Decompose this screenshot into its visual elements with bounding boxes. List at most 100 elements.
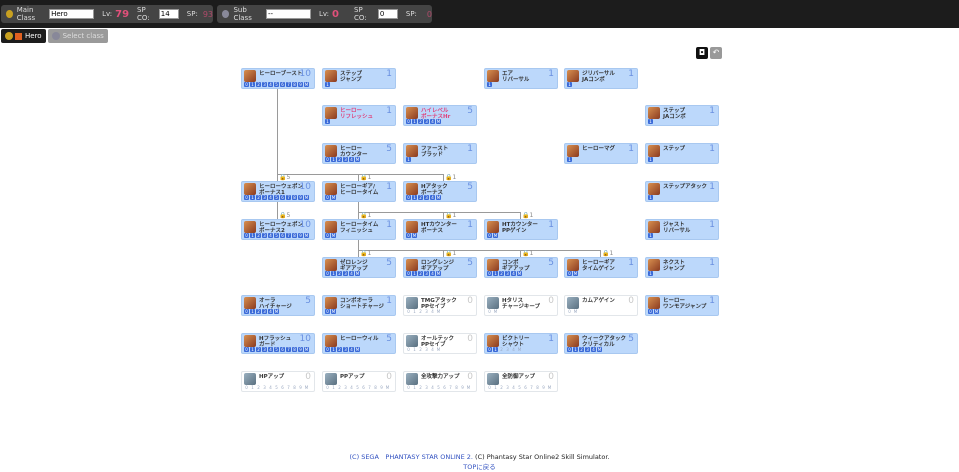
level-pip[interactable]: 8 — [292, 82, 297, 87]
level-pip[interactable]: 6 — [280, 233, 285, 238]
level-pip[interactable]: 0 — [325, 271, 330, 276]
skill-node[interactable]: ジリバーサル JAコンボ 1 1 — [564, 68, 638, 89]
level-pip[interactable]: 0 — [244, 347, 249, 352]
level-pip[interactable]: 0 — [244, 233, 249, 238]
skill-node[interactable]: エア リバーサル 1 1 — [484, 68, 558, 89]
level-pip[interactable]: 0 — [325, 157, 330, 162]
skill-node[interactable]: ステップ 1 1 — [645, 143, 719, 164]
skill-node[interactable]: ジャスト リバーサル 1 1 — [645, 219, 719, 240]
level-pip[interactable]: 4 — [430, 119, 435, 124]
level-pip[interactable]: 0 — [567, 271, 572, 276]
level-pip[interactable]: 1 — [567, 157, 572, 162]
level-pip[interactable]: M — [355, 157, 360, 162]
level-pip[interactable]: 9 — [299, 385, 302, 390]
level-pip[interactable]: 3 — [506, 347, 509, 352]
level-pip[interactable]: 1 — [412, 195, 417, 200]
undo-icon[interactable]: ↶ — [710, 47, 722, 59]
level-pip[interactable]: M — [436, 309, 441, 314]
level-pip[interactable]: 3 — [262, 309, 267, 314]
level-pip[interactable]: 8 — [292, 347, 297, 352]
level-pip[interactable]: M — [331, 233, 336, 238]
level-pip[interactable]: 4 — [349, 347, 354, 352]
level-pip[interactable]: 0 — [326, 385, 329, 390]
level-pip[interactable]: 6 — [280, 82, 285, 87]
level-pip[interactable]: 0 — [244, 309, 249, 314]
level-pip[interactable]: 0 — [325, 309, 330, 314]
level-pip[interactable]: M — [304, 347, 309, 352]
level-pip[interactable]: 1 — [493, 347, 498, 352]
level-pip[interactable]: 1 — [250, 195, 255, 200]
sub-spco-input[interactable] — [377, 9, 398, 19]
level-pip[interactable]: 1 — [413, 309, 416, 314]
level-pip[interactable]: M — [466, 385, 471, 390]
level-pip[interactable]: 2 — [419, 347, 422, 352]
level-pip[interactable]: 2 — [256, 195, 261, 200]
level-pip[interactable]: 7 — [530, 385, 533, 390]
level-pip[interactable]: 4 — [268, 82, 273, 87]
level-pip[interactable]: 4 — [511, 271, 516, 276]
level-pip[interactable]: 0 — [568, 309, 571, 314]
level-pip[interactable]: 0 — [407, 385, 410, 390]
skill-node[interactable]: ネクスト ジャンプ 1 1 — [645, 257, 719, 278]
level-pip[interactable]: 1 — [413, 385, 416, 390]
level-pip[interactable]: M — [436, 271, 441, 276]
skill-node[interactable]: ステップアタック 1 1 — [645, 181, 719, 202]
level-pip[interactable]: 5 — [274, 233, 279, 238]
skill-node[interactable]: ヒーローマグ 1 1 — [564, 143, 638, 164]
level-pip[interactable]: 0 — [325, 233, 330, 238]
level-pip[interactable]: 2 — [418, 271, 423, 276]
level-pip[interactable]: M — [304, 385, 309, 390]
level-pip[interactable]: 8 — [292, 233, 297, 238]
level-pip[interactable]: M — [547, 385, 552, 390]
level-pip[interactable]: 4 — [268, 347, 273, 352]
level-pip[interactable]: 0 — [406, 271, 411, 276]
level-pip[interactable]: 0 — [487, 271, 492, 276]
level-pip[interactable]: 2 — [500, 347, 503, 352]
level-pip[interactable]: 0 — [648, 309, 653, 314]
level-pip[interactable]: 2 — [499, 271, 504, 276]
level-pip[interactable]: 8 — [455, 385, 458, 390]
level-pip[interactable]: 7 — [449, 385, 452, 390]
level-pip[interactable]: M — [436, 347, 441, 352]
level-pip[interactable]: 1 — [573, 347, 578, 352]
level-pip[interactable]: 8 — [293, 385, 296, 390]
level-pip[interactable]: 2 — [500, 385, 503, 390]
level-pip[interactable]: 1 — [648, 195, 653, 200]
level-pip[interactable]: 2 — [337, 271, 342, 276]
level-pip[interactable]: M — [331, 195, 336, 200]
level-pip[interactable]: 9 — [542, 385, 545, 390]
level-pip[interactable]: 0 — [567, 347, 572, 352]
level-pip[interactable]: 1 — [325, 82, 330, 87]
level-pip[interactable]: 3 — [344, 385, 347, 390]
level-pip[interactable]: 6 — [280, 347, 285, 352]
level-pip[interactable]: M — [517, 347, 522, 352]
level-pip[interactable]: 0 — [488, 385, 491, 390]
level-pip[interactable]: 8 — [536, 385, 539, 390]
level-pip[interactable]: 6 — [281, 385, 284, 390]
level-pip[interactable]: 8 — [292, 195, 297, 200]
level-pip[interactable]: 0 — [487, 347, 492, 352]
level-pip[interactable]: 0 — [325, 347, 330, 352]
skill-node[interactable]: ステップ JAコンボ 1 1 — [645, 105, 719, 126]
level-pip[interactable]: 9 — [298, 233, 303, 238]
level-pip[interactable]: 1 — [493, 271, 498, 276]
level-pip[interactable]: 3 — [424, 195, 429, 200]
level-pip[interactable]: 7 — [368, 385, 371, 390]
level-pip[interactable]: 2 — [418, 195, 423, 200]
level-pip[interactable]: M — [654, 309, 659, 314]
level-pip[interactable]: 8 — [374, 385, 377, 390]
skill-node[interactable]: ステップ ジャンプ 1 1 — [322, 68, 396, 89]
